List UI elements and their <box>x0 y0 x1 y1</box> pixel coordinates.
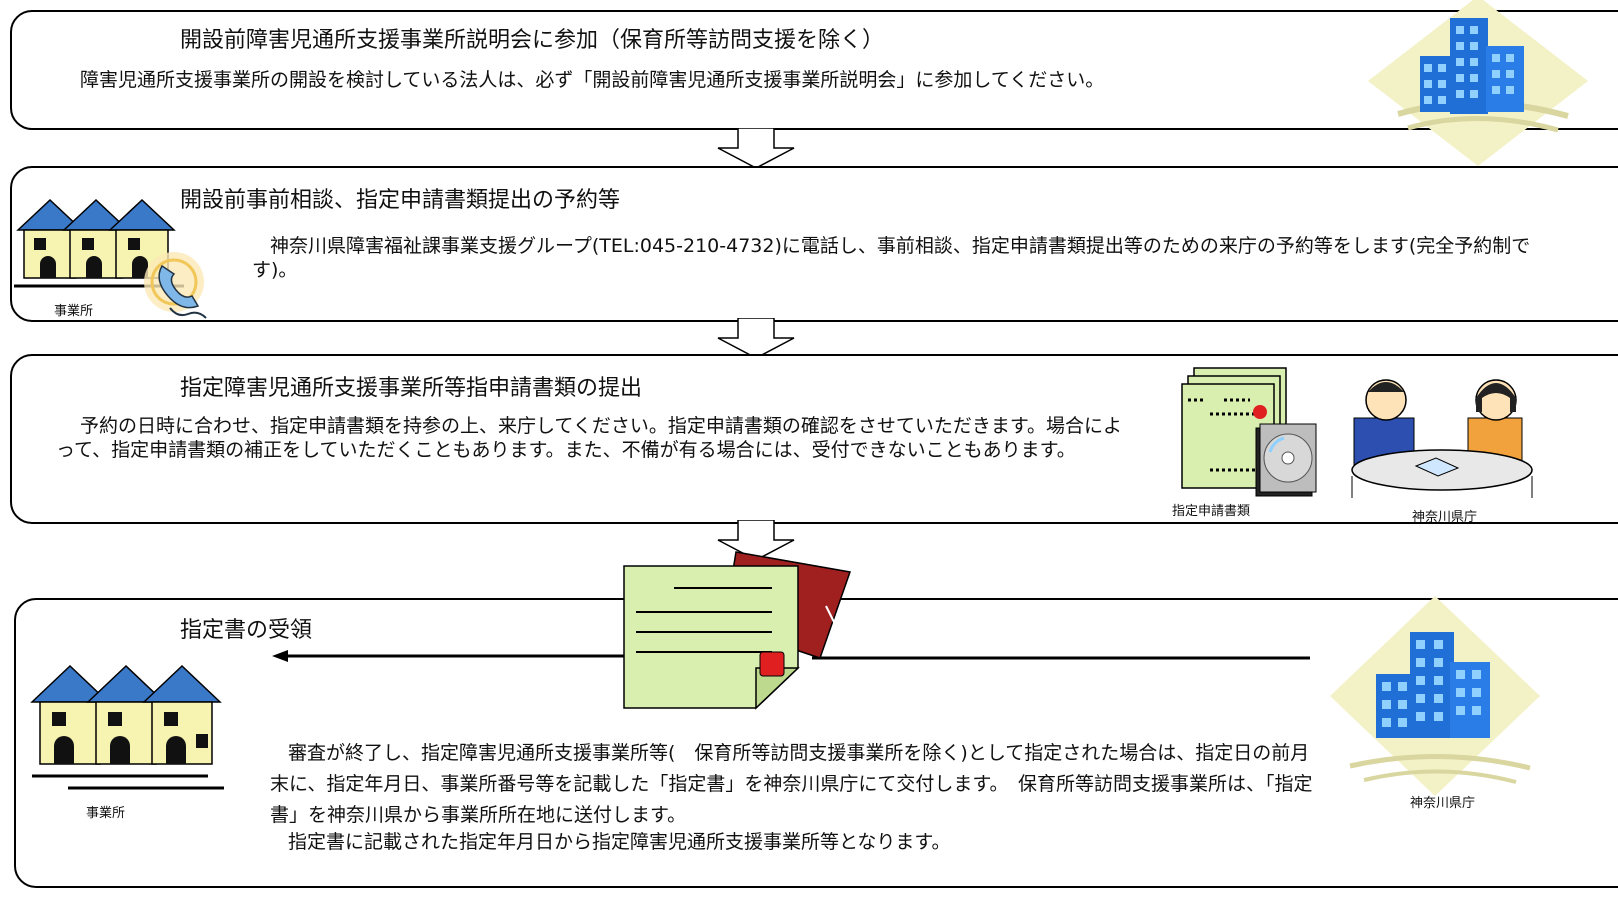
prefecture-caption: 神奈川県庁 <box>1412 510 1478 525</box>
down-arrow-icon <box>716 520 796 562</box>
house-icon <box>14 190 194 302</box>
step-3-title: 指定障害児通所支援事業所等指申請書類の提出 <box>180 376 643 401</box>
documents-icon <box>1180 366 1320 502</box>
down-arrow-icon <box>716 318 796 360</box>
step-1-title: 開設前障害児通所支援事業所説明会に参加（保育所等訪問支援を除く） <box>180 28 885 53</box>
documents-caption: 指定申請書類 <box>1172 504 1251 519</box>
step-4-body: 審査が終了し、指定障害児通所支援事業所等( 保育所等訪問支援事業所を除く)として… <box>270 742 1313 826</box>
step-2-title: 開設前事前相談、指定申請書類提出の予約等 <box>180 188 621 213</box>
step-1-box <box>10 10 1618 130</box>
step-3-body: 予約の日時に合わせ、指定申請書類を持参の上、来庁してください。指定申請書類の確認… <box>56 415 1122 461</box>
prefecture-caption: 神奈川県庁 <box>1410 796 1476 811</box>
meeting-people-icon <box>1346 370 1546 498</box>
house-icon <box>28 654 242 804</box>
step-4-title: 指定書の受領 <box>180 618 313 643</box>
cd-icon <box>1254 422 1324 502</box>
step-3-box <box>10 354 1618 524</box>
telephone-icon <box>140 248 220 328</box>
office-building-icon <box>1330 596 1540 796</box>
certificate-icon <box>622 564 802 710</box>
step-2-box <box>10 166 1618 322</box>
office-caption: 事業所 <box>54 304 94 319</box>
step-1-body: 障害児通所支援事業所の開設を検討している法人は、必ず「開設前障害児通所支援事業所… <box>80 69 1105 91</box>
delivery-arrow <box>272 648 1312 668</box>
office-building-icon <box>1368 0 1588 166</box>
step-4-body-note: 指定書に記載された指定年月日から指定障害児通所支援事業所等となります。 <box>288 831 951 853</box>
down-arrow-icon <box>716 128 796 170</box>
office-caption: 事業所 <box>86 806 126 821</box>
step-2-body: 神奈川県障害福祉課事業支援グループ(TEL:045-210-4732)に電話し、… <box>252 235 1531 281</box>
